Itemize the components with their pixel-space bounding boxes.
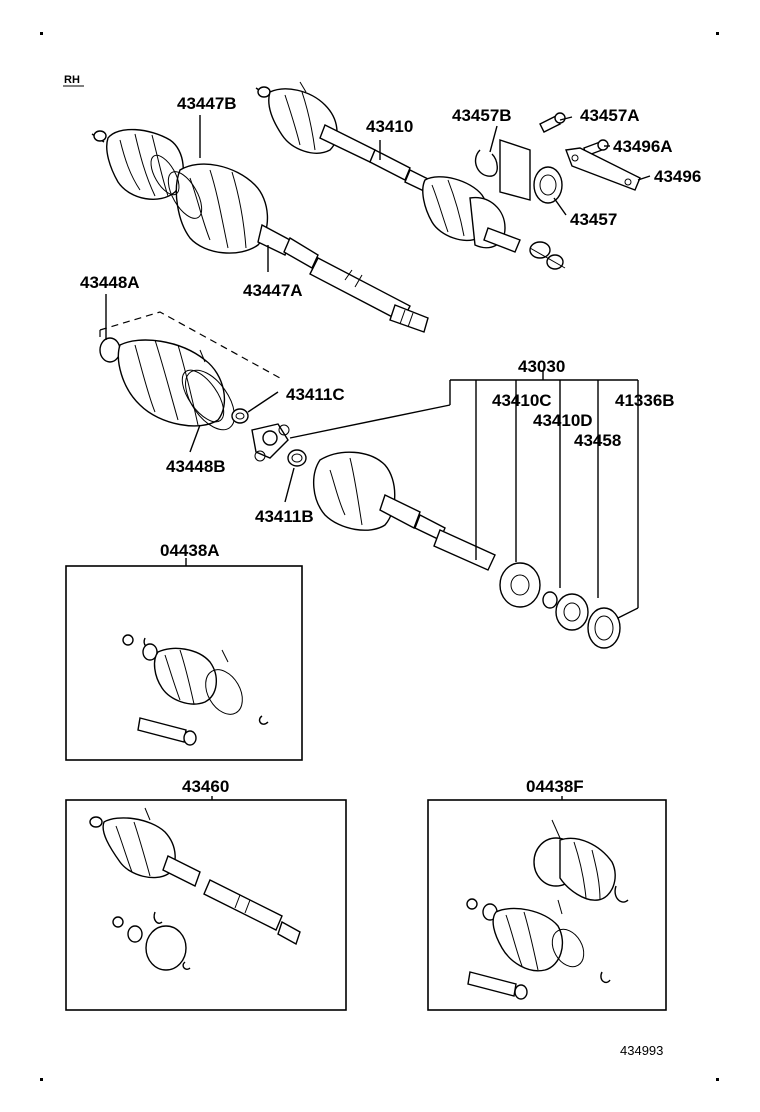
boot-kit-04438F-illustration — [466, 819, 629, 1000]
inboard-joint-43030-illustration — [313, 451, 621, 649]
group-bracket-43030 — [289, 370, 639, 619]
label-43460: 43460 — [182, 777, 229, 796]
shaft-assembly-43460-illustration — [89, 807, 301, 971]
label-43411C: 43411C — [286, 385, 345, 404]
label-43457B: 43457B — [452, 106, 512, 125]
label-43457: 43457 — [570, 210, 617, 229]
diagram-code: 434993 — [620, 1043, 663, 1058]
outer-joint-shaft-illustration — [91, 128, 429, 333]
side-mark: RH — [64, 74, 80, 86]
bracket-43496 — [565, 147, 641, 191]
label-43410C: 43410C — [492, 391, 552, 410]
label-43496: 43496 — [654, 167, 701, 186]
label-41336B: 41336B — [615, 391, 675, 410]
label-43447B: 43447B — [177, 94, 237, 113]
label-43496A: 43496A — [613, 137, 673, 156]
kit-box-04438F — [427, 799, 667, 1011]
inner-shaft-illustration — [255, 81, 566, 270]
label-43411B: 43411B — [255, 507, 314, 526]
label-04438F: 04438F — [526, 777, 584, 796]
label-43447A: 43447A — [243, 281, 303, 300]
label-43448A: 43448A — [80, 273, 140, 292]
bearing-bracket-43457 — [499, 139, 563, 204]
corner-marks — [40, 32, 719, 1081]
snap-ring-43457B — [474, 149, 498, 177]
label-43030: 43030 — [518, 357, 565, 376]
label-43448B: 43448B — [166, 457, 226, 476]
inboard-boot-illustration — [99, 311, 307, 467]
leader-lines — [105, 115, 651, 800]
label-04438A: 04438A — [160, 541, 220, 560]
boot-kit-04438A-illustration — [122, 634, 269, 746]
label-43410: 43410 — [366, 117, 413, 136]
kit-box-04438A — [65, 565, 303, 761]
label-43410D: 43410D — [533, 411, 593, 430]
bolt-43457A — [539, 112, 566, 133]
label-43457A: 43457A — [580, 106, 640, 125]
label-43458: 43458 — [574, 431, 621, 450]
kit-box-43460 — [65, 799, 347, 1011]
